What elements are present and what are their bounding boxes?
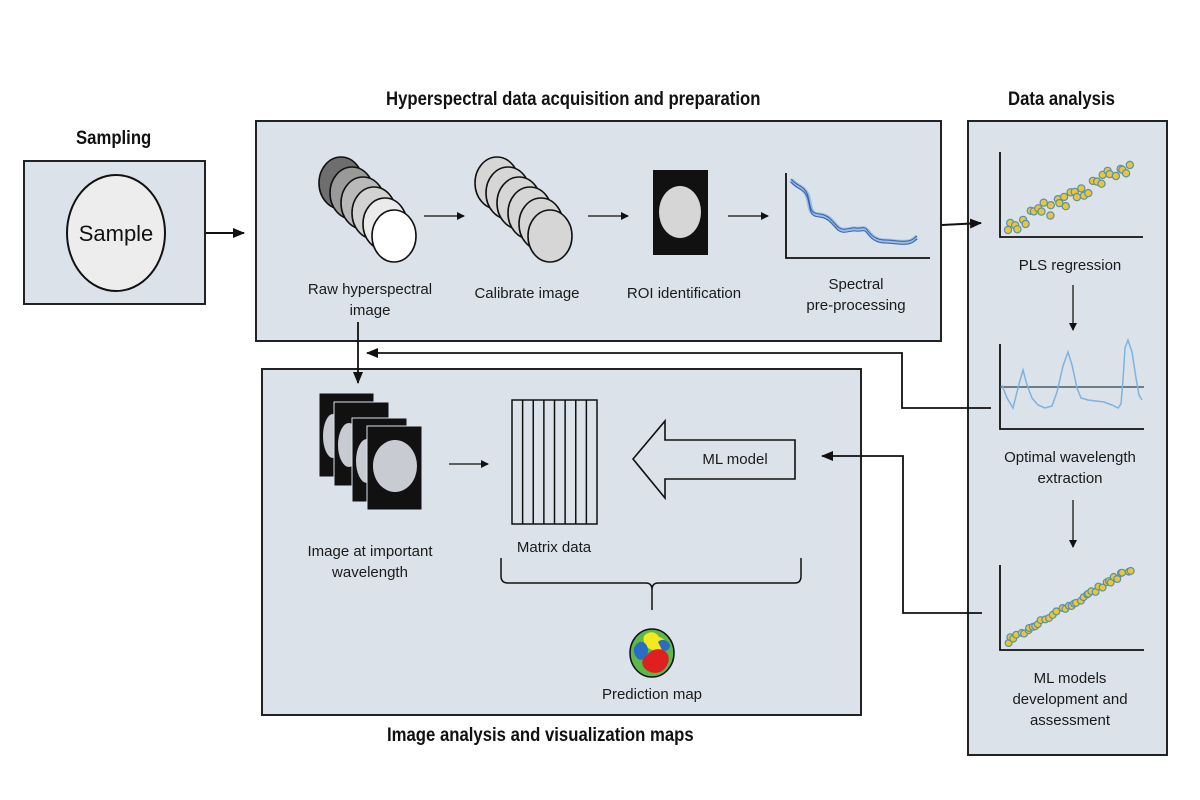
scatter-point — [1046, 200, 1056, 210]
prediction-map-icon — [629, 628, 675, 678]
prediction-map-label: Prediction map — [601, 686, 703, 703]
sample-label: Sample — [78, 221, 154, 246]
scatter-point — [1046, 211, 1055, 220]
prediction-brace — [500, 558, 802, 610]
matrix-grid-icon — [511, 399, 598, 525]
matrix-data-label: Matrix data — [516, 539, 592, 556]
scatter-point — [1059, 192, 1069, 202]
scatter-plot-icon — [999, 152, 1143, 238]
step-ml-models-label: ML models development and assessment — [1012, 670, 1128, 729]
scatter-point — [1111, 171, 1121, 181]
wavelength-plot-icon — [999, 337, 1144, 430]
connector-wavelength-to-image — [366, 348, 991, 409]
visualization-title: Image analysis and visualization maps — [387, 725, 694, 746]
ml-model-label: ML model — [702, 451, 768, 468]
scatter-point — [1084, 188, 1093, 198]
scatter-point — [1098, 583, 1107, 592]
roi-mask-icon — [653, 170, 708, 255]
regression-plot-icon — [999, 565, 1144, 651]
scatter-point — [1118, 568, 1127, 577]
sample-ellipse-icon — [66, 174, 166, 292]
scatter-point — [1125, 160, 1135, 170]
scatter-point — [1021, 219, 1030, 229]
image-stack-icon — [318, 156, 417, 263]
acquisition-title: Hyperspectral data acquisition and prepa… — [386, 89, 761, 110]
sampling-title: Sampling — [76, 128, 152, 149]
arrow-acquisition-to-analysis — [941, 218, 982, 229]
analysis-title: Data analysis — [1008, 89, 1115, 110]
scatter-point — [1039, 198, 1048, 207]
scatter-point — [1061, 201, 1071, 211]
scatter-point — [1126, 566, 1135, 575]
step-raw-hyperspectral-label: Raw hyperspectral image — [307, 281, 433, 319]
step-calibrate-label: Calibrate image — [474, 285, 580, 302]
wavelength-image-stack-icon — [318, 392, 423, 511]
scatter-point — [1097, 179, 1106, 188]
scatter-point — [1037, 207, 1046, 216]
scatter-point — [1113, 574, 1122, 583]
scatter-point — [1013, 225, 1022, 234]
scatter-point — [1052, 607, 1061, 616]
spectra-plot-icon — [785, 173, 930, 259]
ml-model-arrow-shape — [631, 418, 796, 501]
step-spectral-label: Spectral pre-processing — [806, 276, 906, 314]
calibrated-stack-icon — [474, 156, 573, 263]
scatter-point — [1003, 225, 1013, 235]
scatter-point — [1072, 192, 1082, 202]
connector-ml-to-model — [821, 451, 982, 614]
scatter-point — [1077, 184, 1086, 193]
step-wavelength-label: Optimal wavelength extraction — [1004, 449, 1136, 487]
step-roi-label: ROI identification — [626, 285, 742, 302]
scatter-point — [1121, 169, 1131, 178]
image-wavelength-label: Image at important wavelength — [307, 543, 433, 581]
step-pls-label: PLS regression — [1018, 257, 1122, 274]
